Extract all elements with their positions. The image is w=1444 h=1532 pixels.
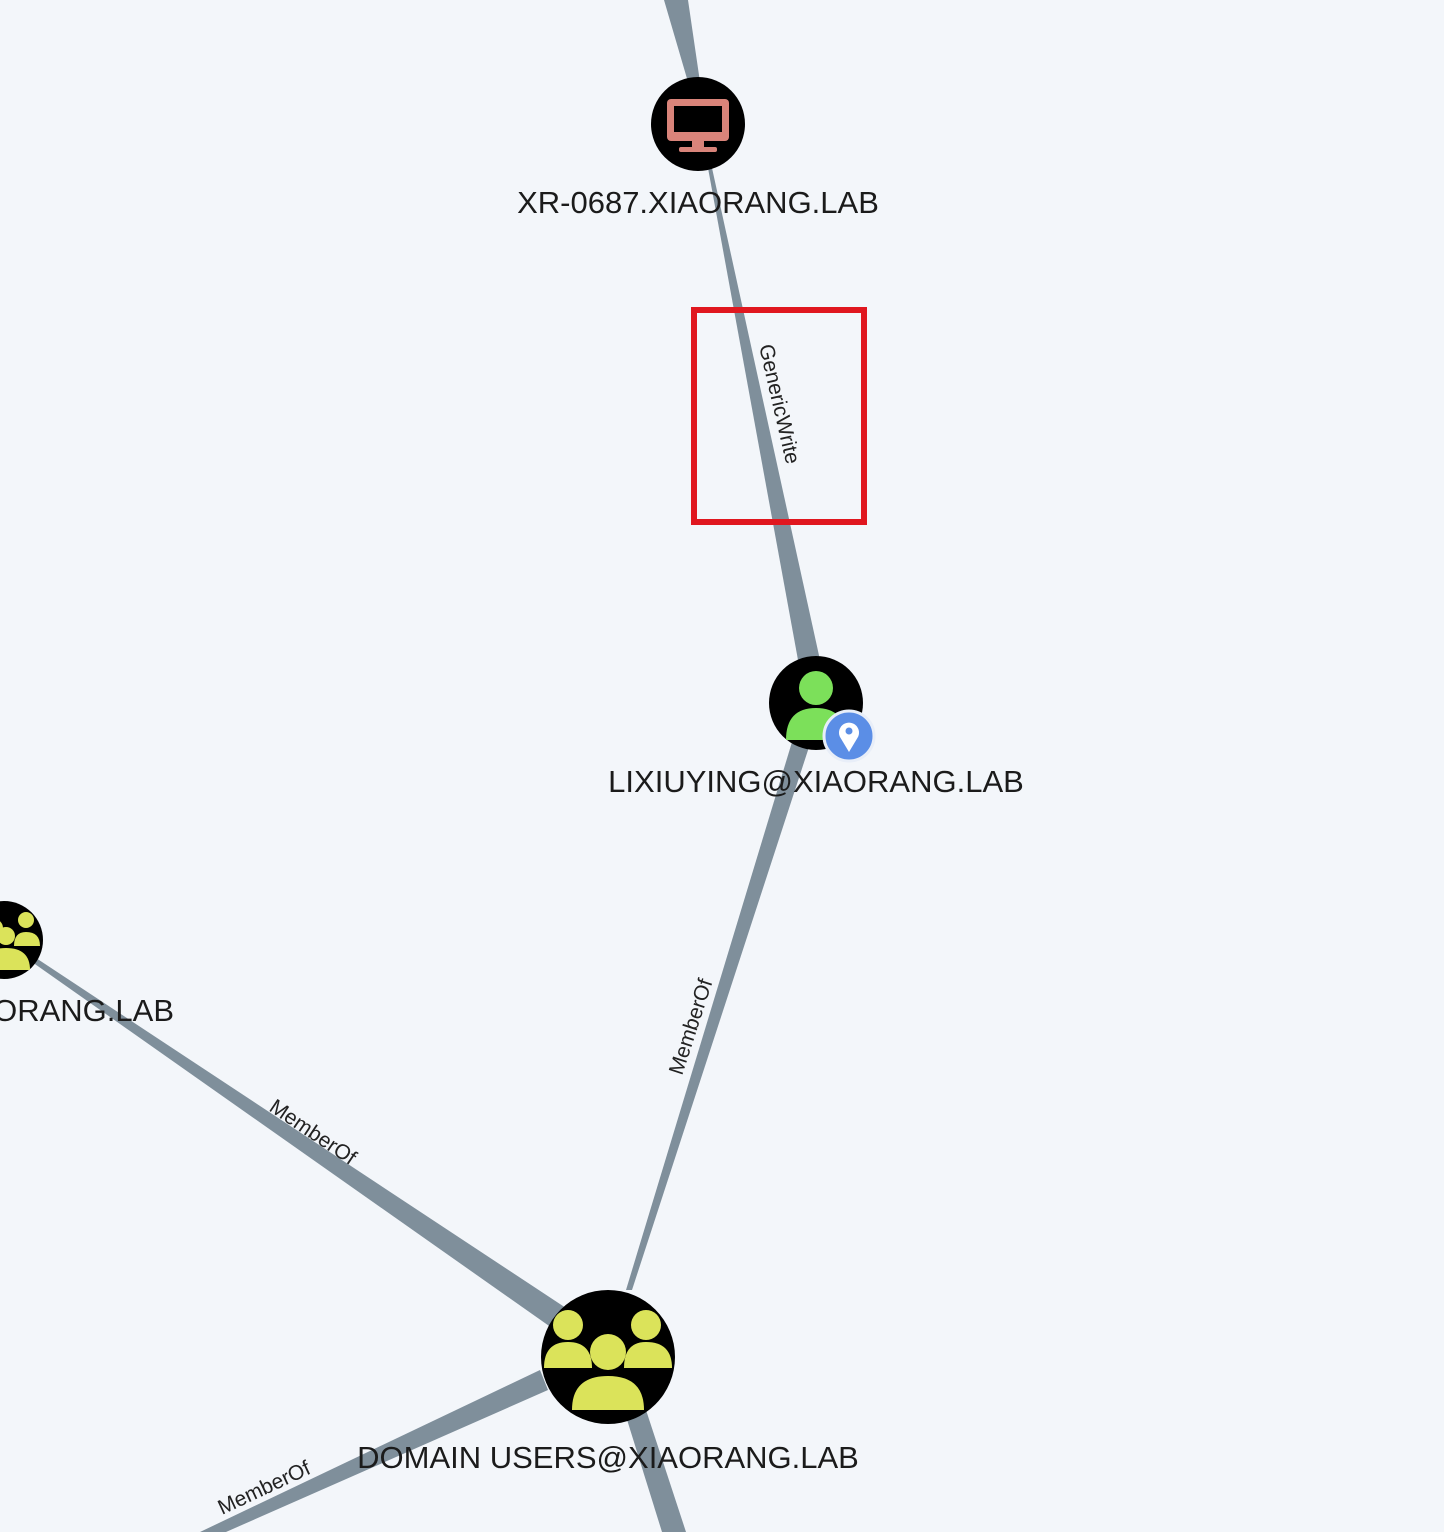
- highlight-box: [691, 307, 867, 525]
- edge-memberof-left-group[interactable]: [32, 958, 566, 1328]
- edge-memberof-bottom-left[interactable]: [200, 1370, 548, 1532]
- node-label-domain-users: DOMAIN USERS@XIAORANG.LAB: [357, 1440, 859, 1475]
- edge-bottom-offscreen[interactable]: [624, 1410, 686, 1532]
- node-computer[interactable]: [651, 77, 745, 171]
- node-label-computer: XR-0687.XIAORANG.LAB: [517, 185, 879, 220]
- edge-genericwrite[interactable]: [708, 168, 820, 660]
- node-domain-users[interactable]: [541, 1290, 675, 1424]
- group-icon: [544, 1310, 672, 1410]
- node-label-left-group: AORANG.LAB: [0, 993, 174, 1028]
- map-pin-icon: [822, 709, 876, 763]
- edge-memberof-user-domain-users[interactable]: [626, 742, 810, 1290]
- node-user[interactable]: [769, 656, 876, 763]
- node-label-user: LIXIUYING@XIAORANG.LAB: [608, 764, 1024, 799]
- group-icon: [0, 912, 40, 970]
- computer-icon: [667, 99, 729, 152]
- edge-top-offscreen[interactable]: [664, 0, 700, 82]
- node-left-group[interactable]: [0, 901, 43, 979]
